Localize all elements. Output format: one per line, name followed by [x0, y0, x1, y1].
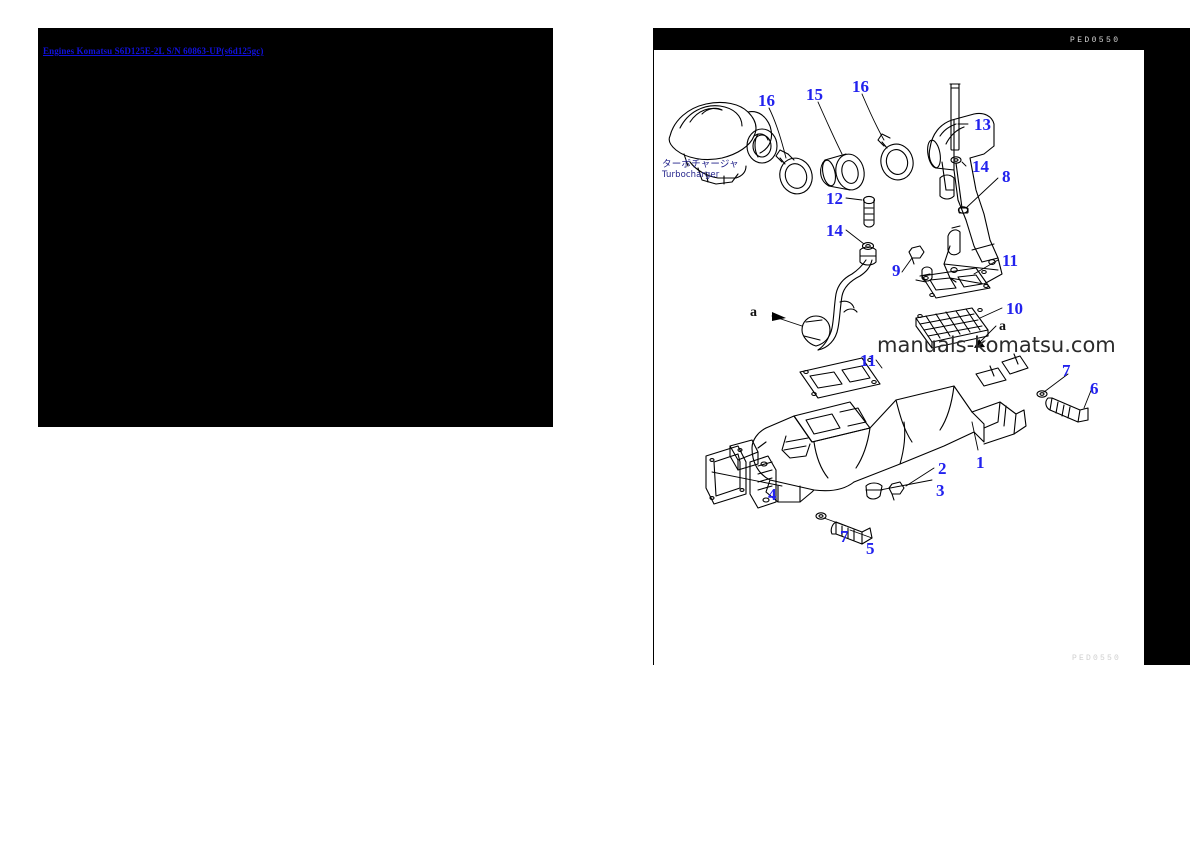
page-code-top-label: PED0550 [1070, 36, 1121, 45]
callout-11-upper[interactable]: 11 [1002, 251, 1019, 270]
turbocharger-label-japanese: ターボチャージャ [662, 159, 739, 170]
washer-part-7-right [1036, 390, 1048, 398]
callout-10[interactable]: 10 [1006, 299, 1023, 318]
oil-return-tube [801, 246, 877, 351]
turbocharger-illustration [668, 101, 778, 185]
callout-7-bottom[interactable]: 7 [840, 527, 849, 546]
turbocharger-label: ターボチャージャ Turbocharger [662, 159, 739, 181]
callout-4[interactable]: 4 [768, 485, 777, 504]
callout-14-upper[interactable]: 14 [972, 157, 989, 176]
washer-part-7-bottom [815, 512, 827, 520]
page-code-bottom-label: PED0550 [1072, 654, 1122, 663]
clamp-part-16-right [877, 133, 914, 181]
page-right-black-band [1144, 28, 1190, 665]
callout-7-right[interactable]: 7 [1062, 361, 1071, 380]
callout-14-lower[interactable]: 14 [826, 221, 843, 240]
gasket-part-11-lower [799, 357, 881, 399]
callout-9[interactable]: 9 [892, 261, 901, 280]
callout-5[interactable]: 5 [866, 539, 875, 558]
plug-part-3 [865, 482, 883, 500]
callout-8[interactable]: 8 [1002, 167, 1011, 186]
section-arrow-a-right [974, 325, 997, 348]
bolt-part-6 [1045, 397, 1089, 423]
nut-part-9 [908, 245, 925, 265]
section-arrow-a-left [771, 312, 803, 327]
callout-11-lower[interactable]: 11 [860, 351, 877, 370]
page-top-black-band [653, 28, 1190, 50]
air-heater-screen-part-10 [915, 307, 989, 349]
bolt-part-5 [830, 521, 873, 545]
callout-6[interactable]: 6 [1090, 379, 1099, 398]
callout-13[interactable]: 13 [974, 115, 991, 134]
callout-2[interactable]: 2 [938, 459, 947, 478]
nut-part-2 [888, 481, 905, 501]
document-preview-panel: Engines Komatsu S6D125E-2L S/N 60863-UP(… [38, 28, 553, 427]
intake-connector-elbow [915, 112, 1003, 285]
turbocharger-label-english: Turbocharger [662, 169, 720, 180]
exploded-parts-diagram: ターボチャージャ Turbocharger a a 16 15 16 13 14… [654, 50, 1144, 665]
callout-3[interactable]: 3 [936, 481, 945, 500]
stud-head-part-8 [957, 206, 969, 214]
washer-part-14-upper [950, 156, 962, 164]
hose-sleeve-part-15 [820, 153, 865, 191]
gasket-part-4 [705, 445, 747, 505]
long-bolt-part-13 [949, 83, 961, 151]
callout-16-right[interactable]: 16 [852, 77, 869, 96]
parts-diagram-svg [668, 83, 1093, 545]
callout-16-left[interactable]: 16 [758, 91, 775, 110]
intake-manifold-part-1 [729, 353, 1029, 509]
page-left-border-rule [653, 50, 655, 665]
section-letter-a-left: a [750, 305, 757, 320]
callout-15[interactable]: 15 [806, 85, 823, 104]
clamp-part-16-left [775, 149, 813, 195]
document-title-link[interactable]: Engines Komatsu S6D125E-2L S/N 60863-UP(… [43, 46, 264, 56]
callout-12[interactable]: 12 [826, 189, 843, 208]
section-letter-a-right: a [999, 319, 1006, 334]
callout-1[interactable]: 1 [976, 453, 985, 472]
bolt-part-12 [862, 195, 876, 228]
gasket-part-11-upper [921, 267, 991, 299]
catalog-page: PED0550 PED0550 [630, 28, 1190, 668]
